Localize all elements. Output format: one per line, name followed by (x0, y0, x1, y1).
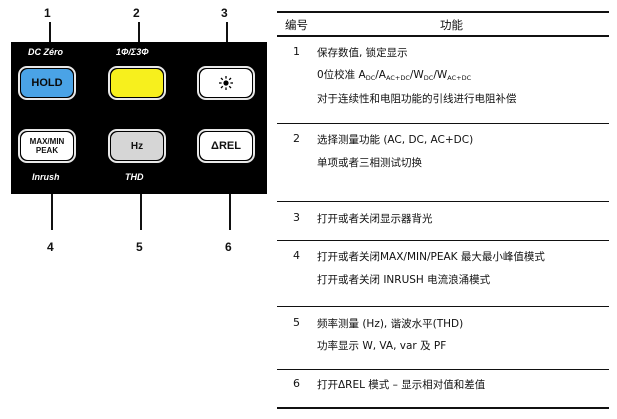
hold-button[interactable]: HOLD (18, 66, 76, 100)
callout-line-1 (49, 22, 51, 42)
callout-line-2 (138, 22, 140, 42)
callout-line-5 (140, 194, 142, 230)
hz-label: Hz (130, 140, 144, 152)
dc-zero-caption: DC Zéro (28, 47, 64, 57)
row-5-rule (277, 369, 609, 370)
row-2-rule (277, 201, 609, 202)
max-min-peak-button[interactable]: MAX/MIN PEAK (18, 129, 76, 163)
callout-line-4 (51, 194, 53, 230)
callout-line-3 (226, 22, 228, 42)
backlight-button[interactable] (197, 66, 255, 100)
row-4-rule (277, 306, 609, 307)
backlight-button-face (200, 69, 252, 97)
backlight-icon (219, 76, 233, 90)
inrush-caption: Inrush (32, 172, 60, 182)
header-no: 编号 (285, 18, 308, 32)
hz-button[interactable]: Hz (108, 129, 166, 163)
header-function: 功能 (440, 18, 463, 32)
row-1-rule (277, 123, 609, 124)
table-top-rule (277, 11, 609, 13)
table-bottom-rule (277, 407, 609, 409)
callout-5: 5 (136, 240, 143, 254)
row-5-no: 5 (293, 316, 300, 329)
row-4-line-2: 打开或者关闭 INRUSH 电流浪涌模式 (317, 274, 491, 286)
phase-button-face (111, 69, 163, 97)
thd-caption: THD (125, 172, 144, 182)
rel-button[interactable]: ΔREL (197, 129, 255, 163)
row-3-no: 3 (293, 211, 300, 224)
max-min-label: MAX/MIN (29, 137, 65, 146)
row-2-no: 2 (293, 132, 300, 145)
row-3-line-1: 打开或者关闭显示器背光 (317, 213, 433, 225)
hold-button-face: HOLD (21, 69, 73, 97)
callout-3: 3 (221, 6, 228, 20)
row-3-rule (277, 240, 609, 241)
callout-1: 1 (44, 6, 51, 20)
phase-caption: 1Φ/Σ3Φ (116, 47, 149, 57)
callout-4: 4 (47, 240, 54, 254)
callout-2: 2 (133, 6, 140, 20)
row-2-line-1: 选择测量功能 (AC, DC, AC+DC) (317, 134, 474, 146)
row-1-line-1: 保存数值, 锁定显示 (317, 47, 408, 59)
row-2-line-2: 单项或者三相测试切换 (317, 157, 422, 169)
row-6-no: 6 (293, 377, 300, 390)
row-1-line-3: 对于连续性和电阻功能的引线进行电阻补偿 (317, 93, 517, 105)
rel-label: ΔREL (211, 140, 241, 152)
row-1-line-2: 0位校准 ADC/AAC+DC/WDC/WAC+DC (317, 69, 472, 82)
header-rule (277, 35, 609, 37)
hold-label: HOLD (31, 77, 63, 89)
row-1-no: 1 (293, 45, 300, 58)
row-5-line-2: 功率显示 W, VA, var 及 PF (317, 340, 447, 352)
rel-button-face: ΔREL (200, 132, 252, 160)
max-min-peak-button-face: MAX/MIN PEAK (21, 132, 73, 160)
row-6-line-1: 打开ΔREL 模式 – 显示相对值和差值 (317, 379, 486, 391)
phase-button[interactable] (108, 66, 166, 100)
hz-button-face: Hz (111, 132, 163, 160)
row-4-no: 4 (293, 249, 300, 262)
callout-6: 6 (225, 240, 232, 254)
row-4-line-1: 打开或者关闭MAX/MIN/PEAK 最大最小峰值模式 (317, 251, 545, 263)
callout-line-6 (229, 194, 231, 230)
peak-label: PEAK (35, 146, 59, 155)
row-5-line-1: 频率测量 (Hz), 谐波水平(THD) (317, 318, 464, 330)
